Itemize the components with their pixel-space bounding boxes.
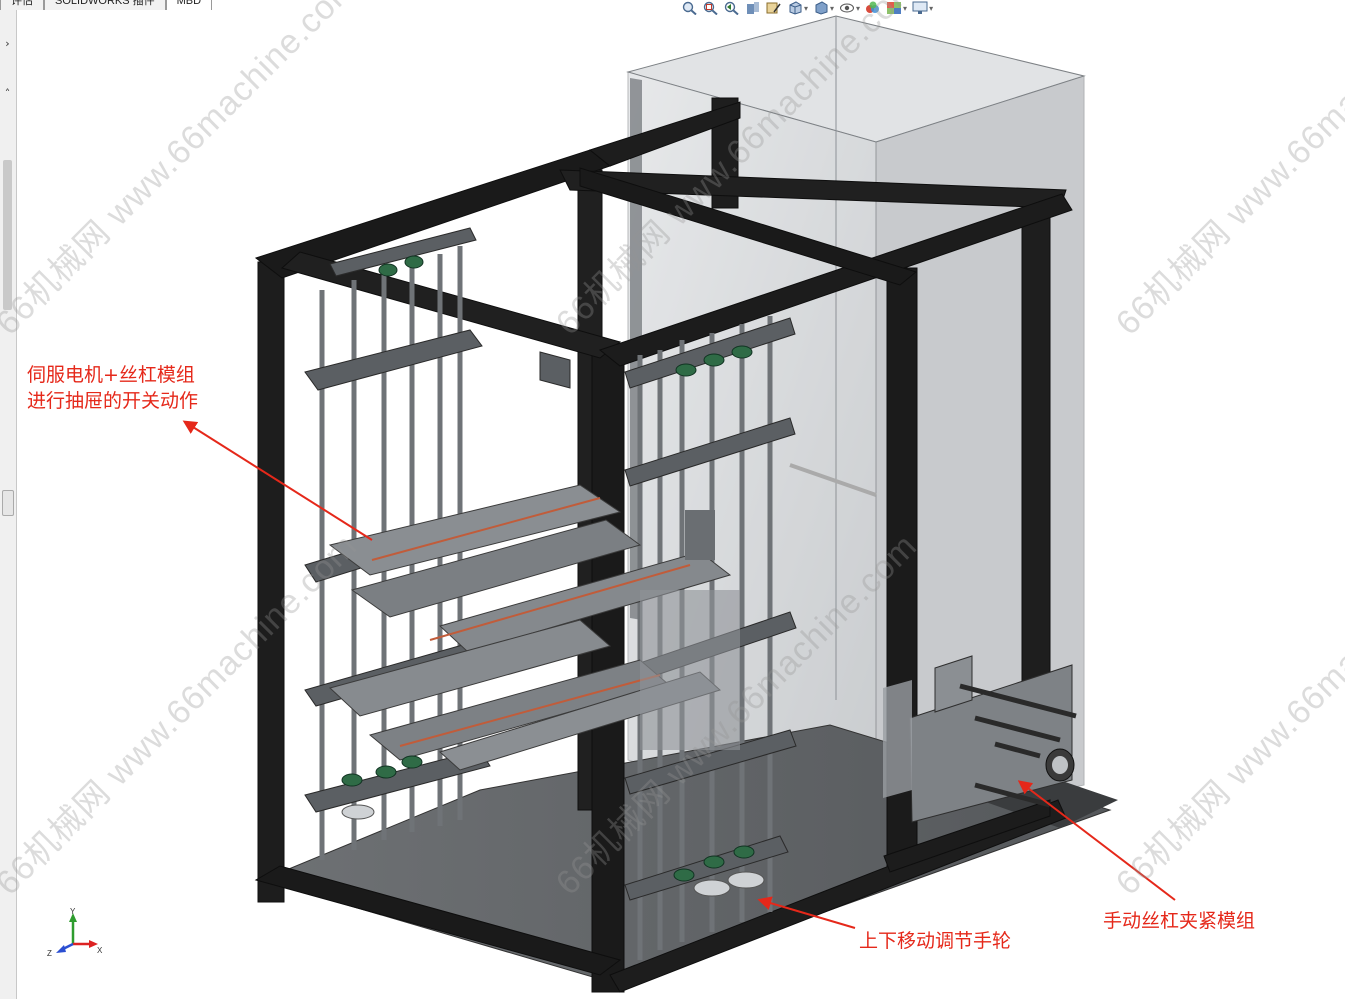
chevron-down-icon[interactable]: ▾ — [804, 3, 809, 13]
view-orientation-icon[interactable] — [787, 1, 803, 15]
chevron-down-icon[interactable]: ▾ — [856, 3, 861, 13]
expand-panel-button[interactable]: › — [5, 37, 10, 50]
machine-3d-model[interactable] — [17, 10, 1345, 999]
tab-solidworks-addins[interactable]: SOLIDWORKS 插件 — [44, 0, 166, 10]
previous-view-icon[interactable] — [724, 1, 740, 15]
reference-triad: Y X Z — [47, 908, 103, 958]
apply-scene-icon[interactable] — [886, 1, 902, 15]
aluminum-frame — [254, 97, 1073, 993]
chevron-down-icon[interactable]: ▾ — [929, 3, 934, 13]
tab-mbd[interactable]: MBD — [165, 0, 213, 10]
servo-module-label-line1: 伺服电机+丝杠模组 — [27, 364, 195, 386]
panel-scrollbar[interactable] — [3, 160, 12, 310]
zoom-to-area-icon[interactable] — [703, 1, 719, 15]
annotation-arrows — [182, 420, 1176, 929]
feature-manager-panel: › ˄ — [0, 10, 17, 999]
chevron-down-icon[interactable]: ▾ — [830, 3, 835, 13]
section-view-icon[interactable] — [745, 1, 761, 15]
servo-module-label-line2: 进行抽屉的开关动作 — [27, 390, 199, 412]
zoom-to-fit-icon[interactable] — [682, 1, 698, 15]
servo-module-label: 伺服电机+丝杠模组 进行抽屉的开关动作 — [27, 362, 198, 414]
display-style-icon[interactable] — [813, 1, 829, 15]
hide-show-items-icon[interactable] — [839, 1, 855, 15]
command-manager-tabs: 评估 SOLIDWORKS 插件 MBD — [0, 0, 260, 10]
triad-y-label: Y — [70, 908, 76, 916]
heads-up-view-toolbar: ▾ ▾ ▾ ▾ ▾ — [682, 0, 933, 16]
chevron-down-icon[interactable]: ▾ — [903, 3, 908, 13]
scroll-up-button[interactable]: ˄ — [4, 87, 11, 100]
clamp-module-label: 手动丝杠夹紧模组 — [1103, 910, 1256, 932]
linear-modules — [328, 484, 740, 771]
dynamic-annotation-icon[interactable] — [766, 1, 782, 15]
panel-resize-handle[interactable] — [2, 490, 14, 516]
handwheel-label: 上下移动调节手轮 — [859, 930, 1012, 952]
edit-appearance-icon[interactable] — [865, 1, 881, 15]
triad-x-label: X — [97, 946, 103, 955]
view-settings-icon[interactable] — [912, 1, 928, 15]
triad-z-label: Z — [47, 949, 52, 958]
tab-evaluate[interactable]: 评估 — [0, 0, 44, 10]
adjust-handwheels — [341, 804, 765, 897]
bearing-blocks — [341, 255, 755, 882]
